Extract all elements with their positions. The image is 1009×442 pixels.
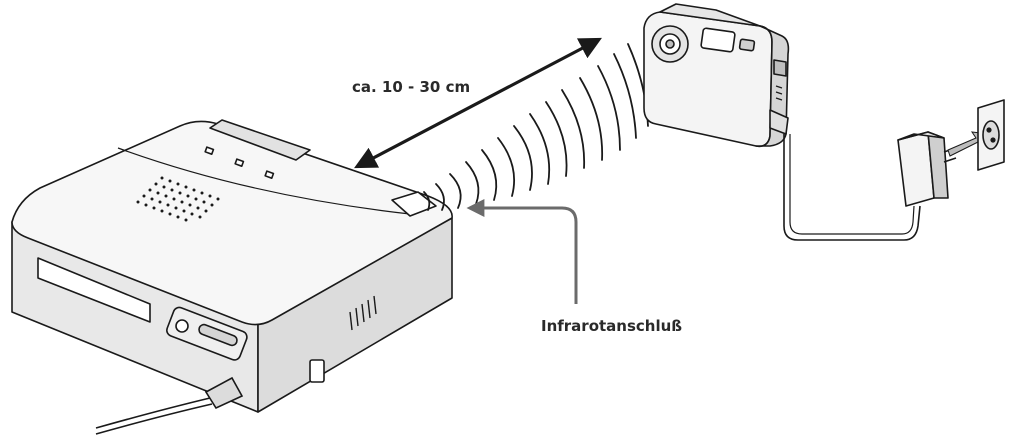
adapter-prong-2 (943, 157, 957, 163)
printer-power-cable (95, 376, 244, 435)
printer-side-vent (349, 295, 377, 331)
adapter-top (897, 131, 945, 141)
camera-lens-center (665, 39, 675, 49)
printer-infrared-window (391, 191, 437, 217)
distance-label: ca. 10 - 30 cm (352, 78, 471, 96)
camera-sensor-window (738, 38, 756, 52)
ac-power-adapter (897, 131, 957, 207)
distance-double-arrow (354, 37, 602, 169)
infrared-port-label: Infrarotanschluß (541, 317, 683, 335)
camera-top-plate (659, 3, 761, 27)
printer-led-3 (264, 170, 275, 179)
camera-side-connector (769, 109, 789, 135)
digital-camera (643, 3, 790, 148)
printer-rear-lip (209, 119, 311, 161)
printer-panel-seam (117, 147, 411, 215)
camera-strap-lug (773, 59, 787, 77)
camera-power-cable-outline (789, 134, 915, 235)
socket-recess (982, 120, 1000, 150)
socket-hole-1 (986, 127, 992, 133)
printer-paper-slot (37, 257, 151, 323)
infrared-port-pointer-arrow (466, 199, 578, 304)
printer-speaker-grille (136, 176, 220, 222)
printer-dc-jack (309, 359, 325, 383)
socket-hole-2 (990, 137, 996, 143)
camera-power-cable (783, 134, 921, 241)
printer-power-button (175, 319, 189, 333)
printer-led-2 (234, 158, 245, 167)
printer-top-face (11, 120, 453, 326)
printer-led-1 (204, 146, 215, 155)
wall-socket (977, 99, 1005, 171)
printer-card-slot (198, 323, 238, 347)
camera-side-ribs (775, 85, 783, 101)
infrared-signal-waves (423, 43, 649, 211)
camera-flash-window (700, 27, 736, 53)
printer-cable-plug (204, 376, 244, 410)
printer-device (11, 119, 453, 413)
